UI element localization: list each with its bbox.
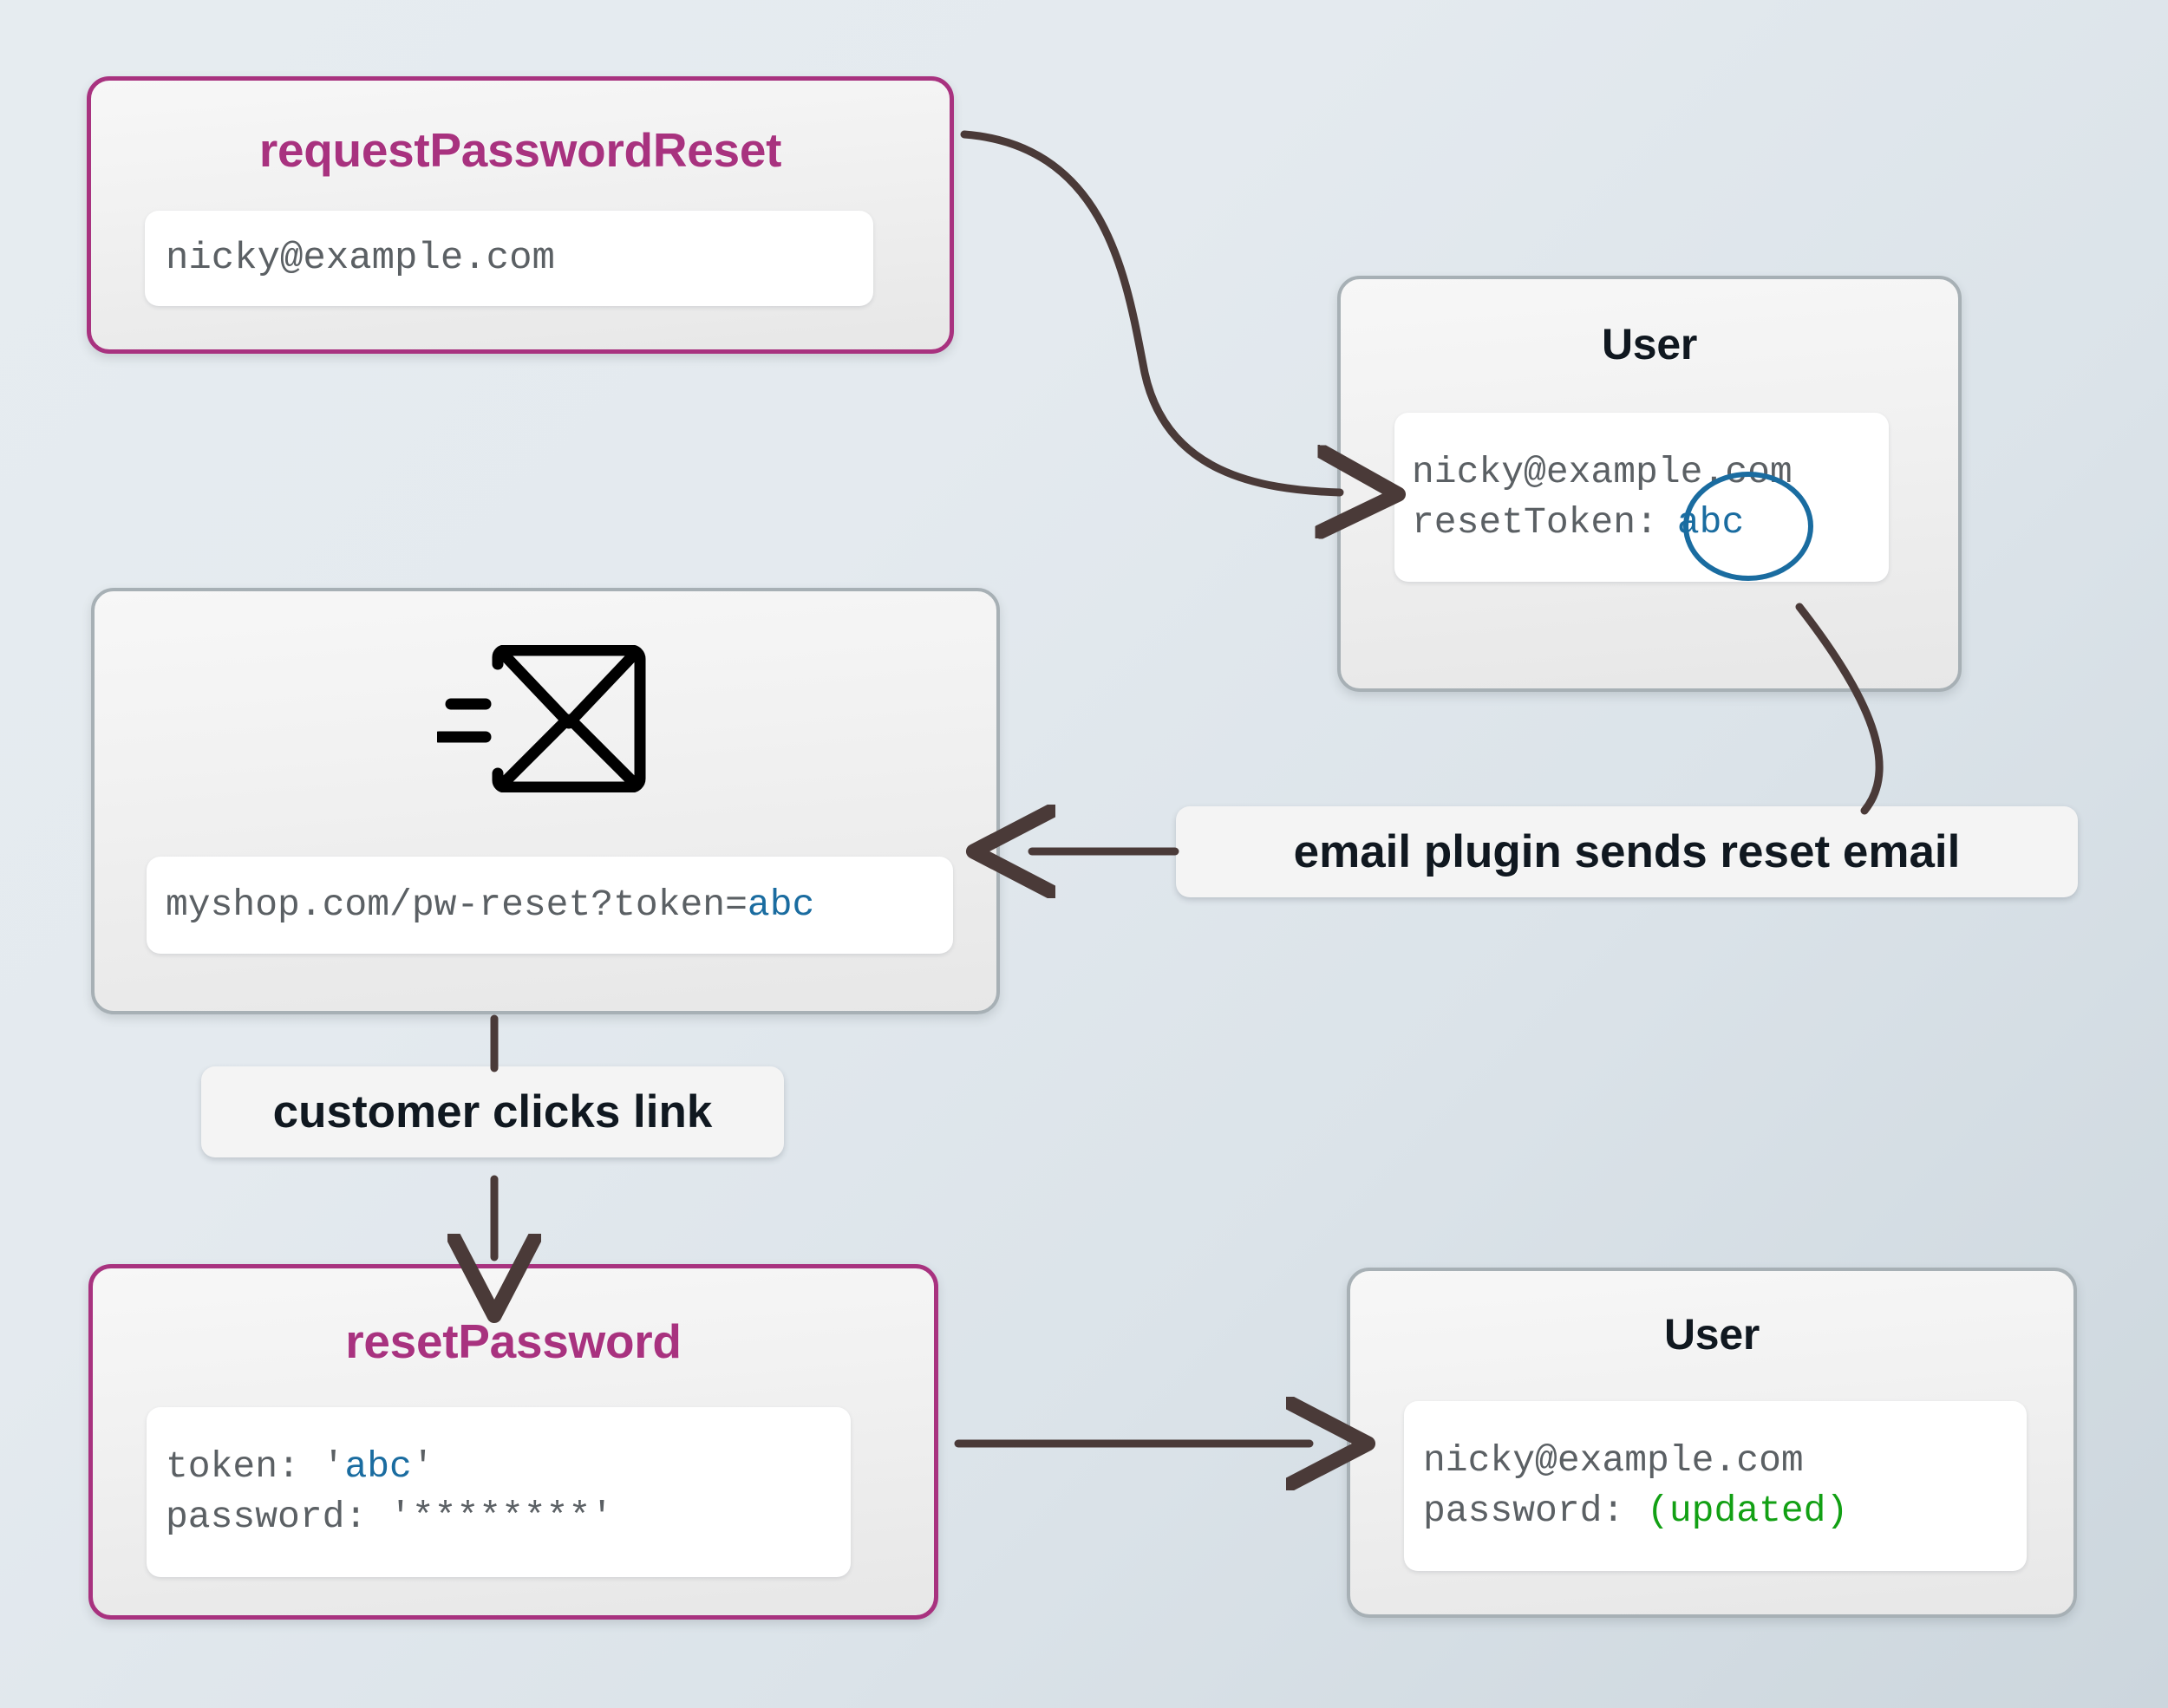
node-title-request-password-reset: requestPasswordReset <box>258 123 782 177</box>
token-quote-open: ' <box>299 1445 345 1489</box>
field-user-top: nicky@example.com resetToken: abc <box>1394 413 1889 582</box>
token-label: token: <box>166 1445 300 1489</box>
edge-label-email-plugin: email plugin sends reset email <box>1176 806 2078 897</box>
node-title-user-bottom: User <box>1664 1310 1760 1359</box>
field-line-email: nicky@example.com <box>166 236 555 280</box>
field-user-bottom: nicky@example.com password: (updated) <box>1404 1401 2027 1571</box>
field-line-email: nicky@example.com <box>1423 1439 1804 1483</box>
field-request-password-reset: nicky@example.com <box>145 211 873 306</box>
node-user-top[interactable]: User nicky@example.com resetToken: abc <box>1337 276 1962 692</box>
node-request-password-reset[interactable]: requestPasswordReset nicky@example.com <box>87 76 954 354</box>
field-line-email: nicky@example.com <box>1412 450 1793 493</box>
node-user-bottom[interactable]: User nicky@example.com password: (update… <box>1347 1268 2077 1618</box>
reset-token-label: resetToken: <box>1412 500 1658 544</box>
reset-url-token: abc <box>747 883 815 927</box>
field-line-password: password: '********' <box>166 1496 614 1538</box>
reset-url-prefix: myshop.com/pw-reset?token= <box>166 883 748 927</box>
token-quote-close: ' <box>411 1445 434 1489</box>
password-value: (updated) <box>1624 1490 1849 1532</box>
node-reset-password[interactable]: resetPassword token: 'abc' password: '**… <box>88 1264 938 1620</box>
password-label: password: <box>1423 1490 1625 1532</box>
edge-label-customer-clicks-text: customer clicks link <box>272 1086 713 1138</box>
field-line-reset-token: resetToken: abc <box>1412 498 1871 548</box>
node-email[interactable]: myshop.com/pw-reset?token=abc <box>91 588 1000 1014</box>
edge-label-customer-clicks: customer clicks link <box>201 1066 784 1157</box>
envelope-send-icon <box>433 644 663 793</box>
node-title-user-top: User <box>1602 320 1697 368</box>
edge-request-to-user <box>960 130 1340 492</box>
reset-token-value: abc <box>1676 500 1745 544</box>
edge-label-email-plugin-text: email plugin sends reset email <box>1293 826 1961 877</box>
node-title-reset-password: resetPassword <box>345 1314 682 1368</box>
field-line-token: token: 'abc' <box>166 1442 832 1492</box>
token-value: abc <box>344 1445 412 1489</box>
field-line-reset-url: myshop.com/pw-reset?token=abc <box>166 880 934 930</box>
field-line-password: password: (updated) <box>1423 1486 2008 1536</box>
field-email-link[interactable]: myshop.com/pw-reset?token=abc <box>147 857 953 954</box>
field-reset-password: token: 'abc' password: '********' <box>147 1407 851 1577</box>
